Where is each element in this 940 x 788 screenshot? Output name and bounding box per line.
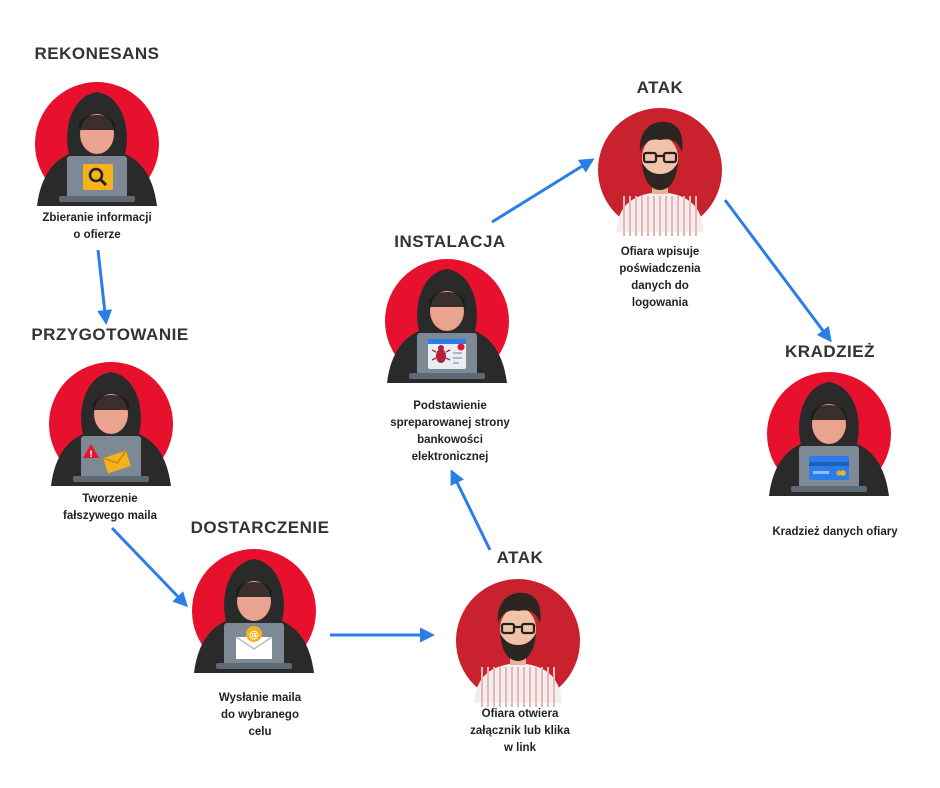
beard (642, 162, 678, 190)
desc-line: logowania (631, 297, 689, 309)
desc-line: o ofierze (73, 229, 121, 241)
arrow-przygotowanie-to-dostarczenie (110, 526, 189, 608)
desc-line: Podstawienie (413, 400, 487, 412)
shirt-stripes (623, 196, 697, 236)
shirt-stripes (481, 667, 555, 707)
credit-card-icon (809, 456, 849, 480)
step-title-atak-2: ATAK (636, 78, 684, 97)
shadow (79, 115, 115, 130)
desc-line: danych do (631, 280, 689, 292)
desc-line: bankowości (417, 434, 483, 446)
svg-text:!: ! (89, 450, 93, 460)
desc-line: w link (504, 742, 536, 754)
step-title-kradziez: KRADZIEŻ (785, 342, 875, 361)
desc-line: Tworzenie (82, 493, 138, 505)
desc-line: Zbieranie informacji (42, 212, 152, 224)
desc-line: do wybranego (221, 709, 299, 721)
laptop-base (791, 486, 867, 492)
step-desc-atak-1: Ofiara otwiera załącznik lub klika w link (440, 706, 600, 757)
step-title-przygotowanie: PRZYGOTOWANIE (31, 325, 189, 344)
face (500, 607, 536, 651)
hair (497, 592, 541, 623)
shadow (236, 582, 272, 597)
step-title-dostarczenie: DOSTARCZENIE (190, 518, 330, 537)
desc-line: poświadczenia (619, 263, 701, 275)
hacker-icon (385, 259, 509, 383)
shadow (93, 395, 129, 410)
desc-line: załącznik lub klika (470, 725, 570, 737)
malware-bug-icon (428, 339, 466, 369)
desc-line: celu (248, 726, 272, 738)
desc-line: Ofiara otwiera (481, 708, 559, 720)
hacker-icon: @ (192, 549, 316, 673)
email-at-icon: @ (235, 626, 273, 659)
desc-line: Wysłanie maila (218, 692, 302, 704)
step-desc-dostarczenie: Wysłanie maila do wybranego celu (180, 690, 340, 741)
arrow-rekonesans-to-przygotowanie (96, 249, 113, 325)
svg-text:@: @ (249, 630, 259, 641)
victim-icon (598, 108, 722, 236)
arrow-atak-to-kradziez (723, 199, 832, 343)
face (642, 136, 678, 180)
desc-line: Kradzież danych ofiary (772, 526, 898, 538)
shadow (429, 292, 465, 307)
warning-envelope-icon: ! (83, 444, 131, 474)
arrow-atak-to-instalacja (450, 469, 492, 551)
hacker-icon: ! (49, 362, 173, 486)
step-desc-kradziez: Kradzież danych ofiary (750, 524, 920, 541)
desc-line: Ofiara wpisuje (620, 246, 700, 258)
desc-line: fałszywego maila (63, 510, 157, 522)
glasses-icon (642, 151, 678, 164)
arrow-instalacja-to-atak (491, 158, 595, 224)
laptop-base (59, 196, 135, 202)
victim-icon (456, 579, 580, 707)
hacker-icon (35, 82, 159, 206)
laptop-base (409, 373, 485, 379)
laptop-base (73, 476, 149, 482)
step-desc-rekonesans: Zbieranie informacji o ofierze (17, 210, 177, 244)
hair (639, 121, 683, 152)
step-desc-przygotowanie: Tworzenie fałszywego maila (30, 491, 190, 525)
desc-line: elektronicznej (411, 451, 489, 463)
step-desc-atak-2: Ofiara wpisuje poświadczenia danych do logo… (585, 244, 735, 312)
step-title-atak-1: ATAK (496, 548, 544, 567)
hacker-icon (767, 372, 891, 496)
step-title-rekonesans: REKONESANS (34, 44, 160, 63)
step-desc-instalacja: Podstawienie spreparowanej strony bankowoś… (370, 398, 530, 466)
desc-line: spreparowanej strony (390, 417, 510, 429)
laptop-base (216, 663, 292, 669)
beard (500, 633, 536, 661)
magnifier-icon (83, 164, 113, 190)
glasses-icon (500, 622, 536, 635)
shadow (811, 405, 847, 420)
step-title-instalacja: INSTALACJA (394, 232, 506, 251)
